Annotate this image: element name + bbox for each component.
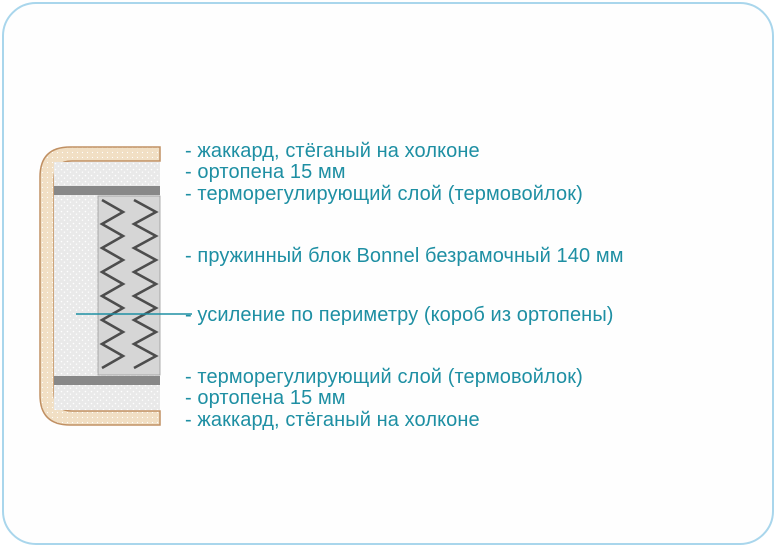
spring-coil <box>131 198 159 370</box>
spring-coil <box>99 198 126 370</box>
layer-label-perimeter: - усиление по периметру (короб из ортопе… <box>185 304 614 326</box>
layer-label-top-jacquard: - жаккард, стёганый на холконе <box>185 140 480 162</box>
layer-label-spring-block: - пружинный блок Bonnel безрамочный 140 … <box>185 245 624 267</box>
layer-label-bottom-orthofoam: - ортопена 15 мм <box>185 387 346 409</box>
top-orthofoam-layer <box>54 162 160 186</box>
layer-label-top-thermo: - терморегулирующий слой (термовойлок) <box>185 183 583 205</box>
layer-label-bottom-jacquard: - жаккард, стёганый на холконе <box>185 409 480 431</box>
layer-label-bottom-thermo: - терморегулирующий слой (термовойлок) <box>185 366 583 388</box>
layer-label-top-orthofoam: - ортопена 15 мм <box>185 161 346 183</box>
bottom-thermo-layer <box>54 376 160 385</box>
bottom-orthofoam-layer <box>54 385 160 410</box>
spring-block <box>97 195 161 376</box>
top-thermo-layer <box>54 186 160 195</box>
